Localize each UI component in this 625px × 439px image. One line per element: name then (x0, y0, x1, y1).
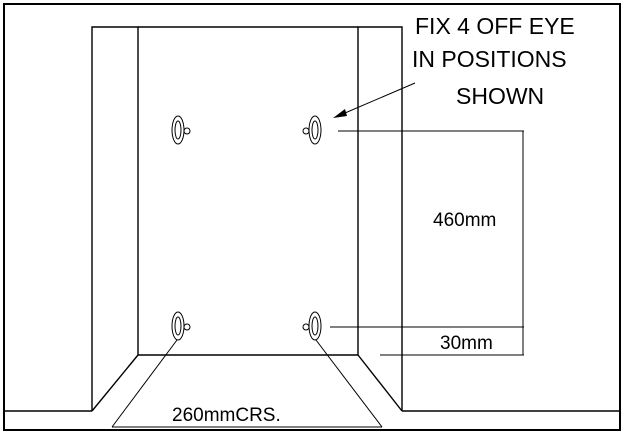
eye-bottom-right-icon (302, 311, 322, 341)
recess-outline (91, 26, 403, 411)
drawing-border (3, 3, 621, 431)
eye-top-right-icon (302, 115, 322, 145)
dimension-lines (330, 130, 524, 356)
dimension-260mm-crs: 260mmCRS. (172, 405, 281, 426)
callout-line-1: FIX 4 OFF EYE (415, 13, 575, 39)
dimension-460mm: 460mm (433, 210, 496, 231)
callout-line-3: SHOWN (456, 83, 544, 109)
eye-top-left-icon (171, 115, 191, 145)
callout-leader-arrow (333, 82, 416, 118)
eye-bottom-left-icon (171, 311, 191, 341)
dimension-30mm: 30mm (440, 333, 493, 354)
centres-dimension-frame (111, 339, 383, 428)
floor-splay (91, 354, 403, 412)
callout-line-2: IN POSITIONS (412, 46, 567, 72)
